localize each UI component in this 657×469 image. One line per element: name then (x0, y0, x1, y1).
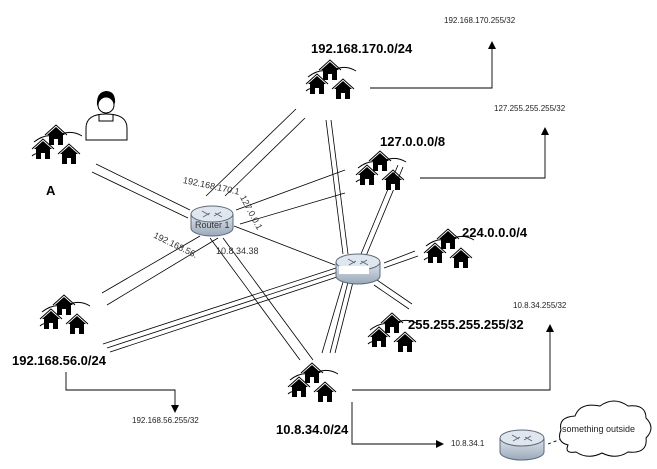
link-56-router1-b (106, 237, 219, 306)
links (91, 108, 419, 361)
arrow-10 (352, 324, 554, 391)
arrow-170 (370, 41, 496, 89)
router-1-icon (190, 205, 234, 237)
village-56 (40, 295, 90, 334)
cloud-shape (559, 400, 652, 457)
network-label-56: 192.168.56.0/24 (12, 353, 106, 368)
village-127 (356, 151, 406, 190)
arrow-56 (65, 372, 179, 413)
cloud-label: something outside (562, 424, 636, 434)
link-127-router1-b (239, 192, 346, 225)
broadcast-label-127: 127.255.255.255/32 (494, 104, 566, 113)
link-127-router1 (235, 169, 346, 211)
network-label-224: 224.0.0.0/4 (462, 225, 528, 240)
broadcast-label-56: 192.168.56.255/32 (132, 416, 199, 425)
link-a-router1-b (91, 171, 189, 219)
broadcast-arrows (65, 41, 565, 448)
link-170-router1 (205, 108, 297, 197)
link-router1-router2 (233, 225, 336, 266)
router-1-label: Router 1 (195, 220, 230, 230)
router-2-icon (335, 253, 381, 285)
user-icon (85, 91, 128, 141)
link-a-router1 (95, 163, 191, 211)
network-label-170: 192.168.170.0/24 (311, 41, 413, 56)
village-a (32, 125, 82, 164)
network-label-10: 10.8.34.0/24 (276, 422, 349, 437)
link-router1-10-b (222, 237, 314, 361)
network-label-127: 127.0.0.0/8 (380, 134, 446, 149)
network-label-255: 255.255.255.255/32 (408, 317, 524, 332)
link-56-router1 (101, 235, 201, 294)
house-a-label: A (46, 183, 56, 198)
link-170-router1-b (224, 117, 306, 197)
broadcast-label-170: 192.168.170.255/32 (444, 16, 516, 25)
gateway-label: 10.8.34.1 (451, 439, 485, 448)
arrow-gateway (351, 402, 444, 448)
village-10 (288, 363, 338, 402)
arrow-127 (420, 127, 549, 179)
router-if-10: 10.8.34.38 (216, 246, 259, 256)
broadcast-label-10: 10.8.34.255/32 (513, 301, 567, 310)
router-3-icon (499, 429, 545, 461)
village-170 (306, 60, 356, 99)
